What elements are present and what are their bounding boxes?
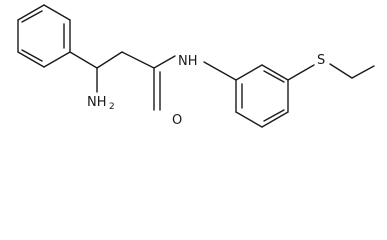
bond: [235, 64, 263, 81]
phenyl-ring-right: [235, 64, 289, 128]
bond: [69, 51, 98, 69]
oxygen-label: O: [172, 113, 182, 128]
double-bond-inner: [21, 49, 43, 62]
bond: [329, 63, 353, 79]
double-bond-inner: [263, 109, 285, 122]
bond: [17, 51, 45, 68]
bond: [43, 4, 71, 21]
amide-nh-label: NH: [178, 54, 198, 69]
structure-canvas: NH 2 O NH S: [17, 4, 375, 128]
bond: [17, 4, 45, 21]
bond: [121, 51, 155, 69]
bond: [261, 64, 289, 81]
molecule-structure: NH 2 O NH S: [17, 4, 375, 128]
phenyl-ring-left: [17, 4, 71, 68]
bond: [203, 61, 237, 81]
double-bond-inner: [21, 10, 43, 23]
bond: [287, 64, 315, 81]
bond: [351, 65, 375, 79]
amine-subscript: 2: [109, 102, 115, 112]
bond: [96, 51, 123, 69]
bond: [261, 111, 289, 128]
sulfur-label: S: [317, 53, 325, 68]
amine-label: NH: [87, 95, 107, 110]
bond: [153, 55, 176, 69]
bond: [43, 51, 71, 68]
double-bond-inner: [263, 70, 285, 83]
carbon-chain: [69, 51, 176, 111]
bond: [235, 111, 263, 128]
